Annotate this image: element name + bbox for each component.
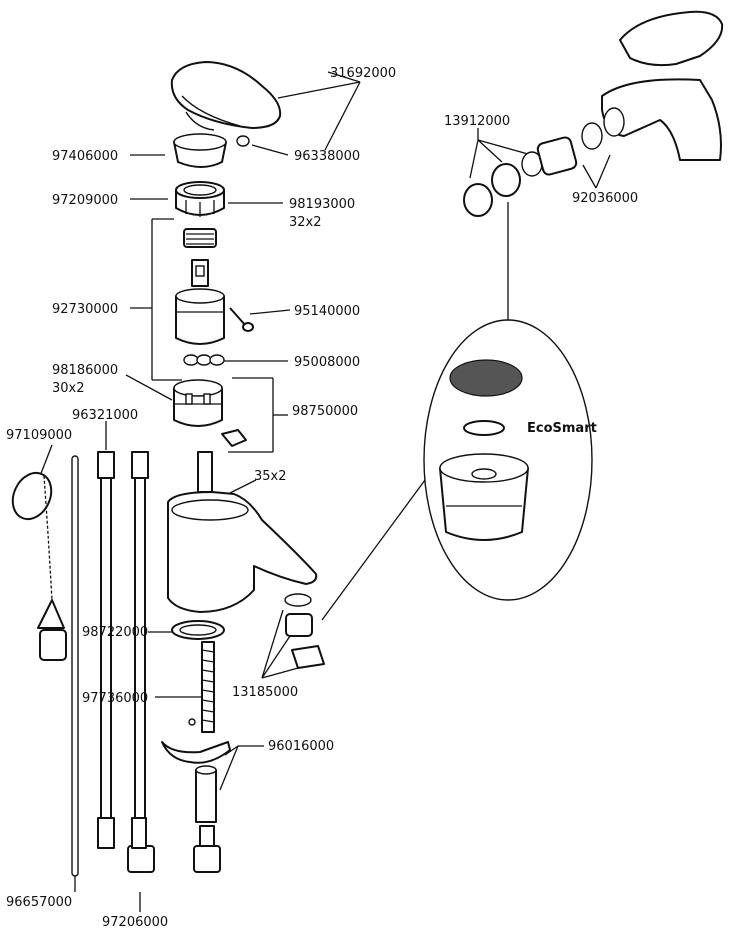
o-rings — [183, 354, 225, 366]
label-97209000: 97209000 — [52, 193, 118, 208]
aerator-exploded-top — [463, 122, 603, 217]
lever-handle — [170, 61, 282, 131]
mounting-bracket — [161, 741, 231, 823]
pop-up-rod — [71, 455, 79, 877]
hose-nuts — [127, 825, 221, 873]
label-98186000-qty: 30x2 — [52, 381, 85, 396]
label-31692000: 31692000 — [330, 66, 396, 81]
label-95008000: 95008000 — [294, 355, 360, 370]
label-98722000: 98722000 — [82, 625, 148, 640]
label-95140000: 95140000 — [294, 304, 360, 319]
label-35x2: 35x2 — [254, 469, 287, 484]
screw — [229, 307, 254, 332]
label-ecosmart: EcoSmart — [527, 421, 597, 436]
aerator-small — [284, 593, 325, 669]
label-13185000: 13185000 — [232, 685, 298, 700]
label-96321000: 96321000 — [72, 408, 138, 423]
cartridge — [175, 259, 225, 345]
label-98186000: 98186000 — [52, 363, 118, 378]
label-96016000: 96016000 — [268, 739, 334, 754]
label-97109000: 97109000 — [6, 428, 72, 443]
label-96338000: 96338000 — [294, 149, 360, 164]
label-97406000: 97406000 — [52, 149, 118, 164]
cartridge-base — [173, 379, 223, 427]
gasket — [171, 620, 225, 640]
label-98750000: 98750000 — [292, 404, 358, 419]
cap-ring — [173, 133, 227, 168]
label-98193000: 98193000 — [289, 197, 355, 212]
wing-nut — [221, 429, 247, 447]
threaded-ring — [183, 228, 217, 248]
label-97206000: 97206000 — [102, 915, 168, 930]
faucet-top-right — [601, 10, 724, 161]
pin — [236, 135, 250, 147]
supply-hoses — [97, 451, 149, 849]
label-96657000: 96657000 — [6, 895, 72, 910]
leader-lines — [39, 71, 611, 912]
label-98193000-qty: 32x2 — [289, 215, 322, 230]
detail-ellipse — [423, 319, 593, 601]
part-labels: 31692000 97406000 96338000 97209000 9819… — [6, 66, 638, 930]
chain-plug — [11, 471, 67, 661]
label-92036000: 92036000 — [572, 191, 638, 206]
hex-nut — [175, 181, 225, 217]
label-92730000: 92730000 — [52, 302, 118, 317]
threaded-rod — [188, 641, 215, 733]
faucet-body — [167, 451, 318, 613]
label-97736000: 97736000 — [82, 691, 148, 706]
label-13912000: 13912000 — [444, 114, 510, 129]
